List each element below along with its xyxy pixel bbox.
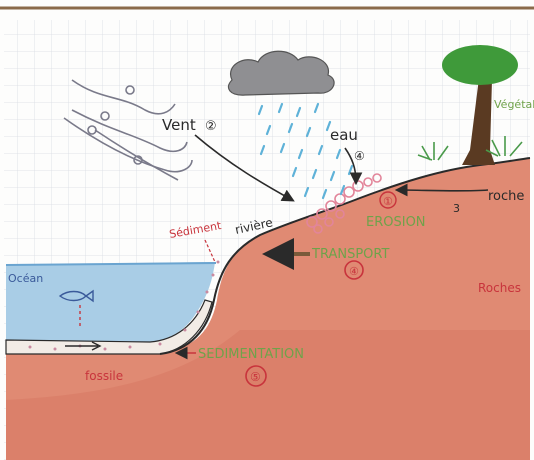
label-transport: TRANSPORT	[311, 247, 389, 262]
label-ocean: Océan	[8, 272, 43, 285]
root-arrow	[398, 190, 488, 191]
label-eau: eau	[330, 126, 358, 144]
label-sedimentation: SEDIMENTATION	[198, 347, 304, 362]
label-roche-marker: 3	[453, 202, 460, 215]
label-vegetation: Végétal	[494, 98, 534, 111]
label-vent-marker: ②	[205, 119, 217, 134]
tree-crown	[442, 45, 518, 85]
label-fossile: fossile	[85, 369, 123, 383]
label-erosion-marker: ①	[383, 195, 393, 208]
label-erosion: EROSION	[366, 215, 426, 230]
label-transport-marker: ④	[349, 265, 359, 278]
label-roche: roche	[488, 189, 524, 204]
label-eau-marker: ④	[354, 149, 365, 163]
label-roches: Roches	[478, 281, 521, 295]
label-vent: Vent	[162, 116, 196, 134]
label-sedimentation-marker: ⑤	[250, 370, 261, 384]
